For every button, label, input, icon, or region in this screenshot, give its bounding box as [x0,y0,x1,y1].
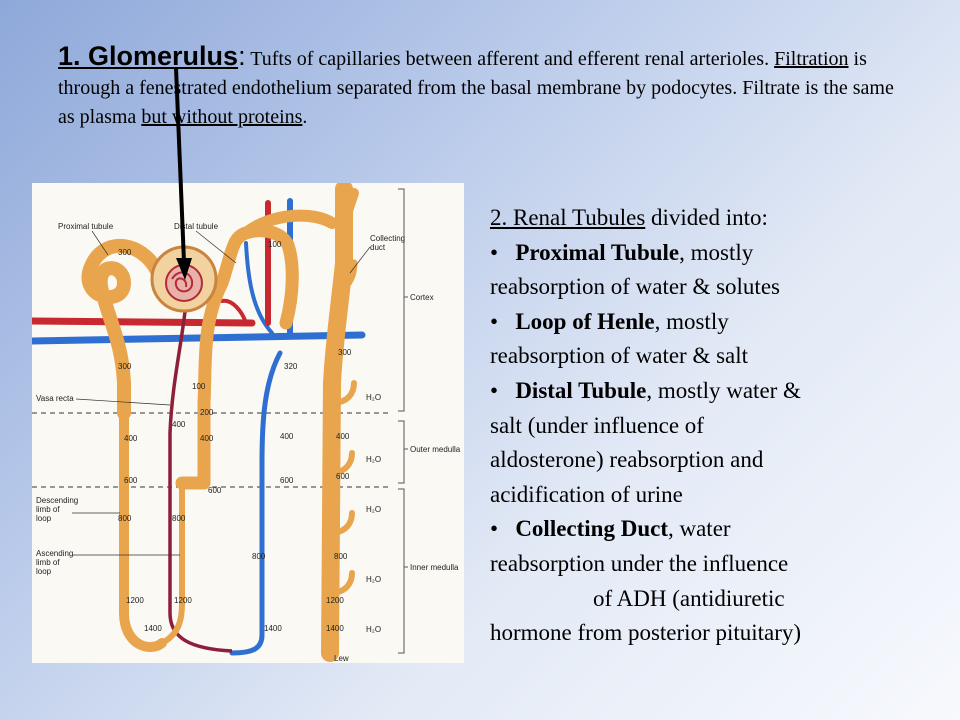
num-800-vasa: 800 [172,514,186,523]
label-ascending-1: Ascending [36,549,73,558]
num-800-desc: 800 [118,514,132,523]
label-h2o-2: H₂O [366,455,381,464]
glomerulus-text-1: Tufts of capillaries between afferent an… [245,48,775,70]
num-1200-vasa: 1200 [174,596,192,605]
num-400-desc: 400 [124,434,138,443]
label-outer-medulla: Outer medulla [410,445,461,454]
zone-brackets [398,188,408,654]
bullet-henle: • Loop of Henle, mostly [490,305,910,340]
num-100-distal: 100 [268,240,282,249]
nephron-diagram: Proximal tubule Distal tubule Collecting… [32,183,464,663]
label-cortex: Cortex [410,293,434,302]
proximal-name: Proximal Tubule [515,239,680,265]
num-400-collecting: 400 [336,432,350,441]
num-400-vasa: 400 [172,420,186,429]
glomerulus-period: . [302,106,308,128]
vasa-recta-vessel [168,302,233,653]
bullet-mark: • [490,308,499,334]
bullet-mark: • [490,239,499,265]
henle-desc-1: , mostly [654,308,729,334]
num-1400-loop: 1400 [144,624,162,633]
num-320: 320 [284,362,298,371]
label-descending-2: limb of [36,505,60,514]
num-800-vein: 800 [252,552,266,561]
bullet-distal: • Distal Tubule, mostly water & [490,374,910,409]
henle-desc-2: reabsorption of water & salt [490,343,749,369]
tubules-heading: 2. Renal Tubules [490,205,646,230]
tubule-path [81,183,359,662]
proximal-desc-1: , mostly [679,239,754,265]
num-300-proximal-lower: 300 [118,362,132,371]
label-ascending-2: limb of [36,558,60,567]
label-h2o-4: H₂O [366,575,381,584]
collecting-desc-2: reabsorption under the influence [490,550,789,576]
label-h2o-1: H₂O [366,393,381,402]
distal-desc-4: acidification of urine [490,481,683,507]
num-400-asc: 400 [200,434,214,443]
label-proximal-tubule: Proximal tubule [58,222,114,231]
tubules-heading-line: 2. Renal Tubules divided into: [490,201,910,236]
num-300-collecting: 300 [338,348,352,357]
num-300-proximal: 300 [118,248,132,257]
num-1200-desc: 1200 [126,596,144,605]
collecting-name: Collecting Duct [515,516,668,542]
nephron-illustration: Proximal tubule Distal tubule Collecting… [32,183,461,663]
label-vasa-recta: Vasa recta [36,394,74,403]
glomerulus-colon: : [238,41,246,71]
glomerulus-capsule [150,245,218,313]
collecting-desc-3: of ADH (antidiuretic [593,585,785,611]
label-distal-tubule: Distal tubule [174,222,219,231]
label-collecting-1: Collecting [370,234,405,243]
distal-desc-2: salt (under influence of [490,412,704,438]
bullet-proximal: • Proximal Tubule, mostly [490,236,910,271]
num-100-ascending: 100 [192,382,206,391]
num-600-desc: 600 [124,476,138,485]
bullet-mark: • [490,516,499,542]
collecting-desc-1: , water [667,516,731,542]
num-1400-collecting: 1400 [326,624,344,633]
distal-desc-3: aldosterone) reabsorption and [490,447,764,473]
label-h2o-3: H₂O [366,505,381,514]
num-1200-collecting: 1200 [326,596,344,605]
glomerulus-heading: 1. Glomerulus [58,41,239,71]
collecting-desc-4: hormone from posterior pituitary) [490,620,802,646]
label-ascending-3: loop [36,567,52,576]
num-600-collecting: 600 [336,472,350,481]
label-collecting-2: duct [370,243,386,252]
renal-tubules-list: 2. Renal Tubules divided into: • Proxima… [490,201,910,651]
num-800-collecting: 800 [334,552,348,561]
label-descending-3: loop [36,514,52,523]
label-h2o-5: H₂O [366,625,381,634]
osmolarity-values: 300 300 300 100 100 320 200 400 400 400 … [118,240,352,633]
num-400-vein: 400 [280,432,294,441]
diagram-labels: Proximal tubule Distal tubule Collecting… [36,222,461,663]
label-artist: Lew [334,654,349,663]
distal-desc-1: , mostly water & [646,377,801,403]
proximal-desc-2: reabsorption of water & solutes [490,274,780,300]
label-descending-1: Descending [36,496,78,505]
num-600-vein: 600 [280,476,294,485]
num-1400-vein: 1400 [264,624,282,633]
glomerulus-text-2: is through a fenestrated endothelium sep… [58,48,894,128]
distal-name: Distal Tubule [515,377,647,403]
bullet-mark: • [490,377,499,403]
num-200: 200 [200,408,214,417]
henle-name: Loop of Henle [515,308,655,334]
but-without-proteins: but without proteins [141,106,303,128]
label-inner-medulla: Inner medulla [410,563,459,572]
glomerulus-paragraph: 1. Glomerulus: Tufts of capillaries betw… [58,42,898,132]
tubules-heading-rest: divided into: [645,205,768,230]
num-600-asc: 600 [208,486,222,495]
bullet-collecting: • Collecting Duct, water [490,512,910,547]
filtration-term: Filtration [774,48,849,70]
